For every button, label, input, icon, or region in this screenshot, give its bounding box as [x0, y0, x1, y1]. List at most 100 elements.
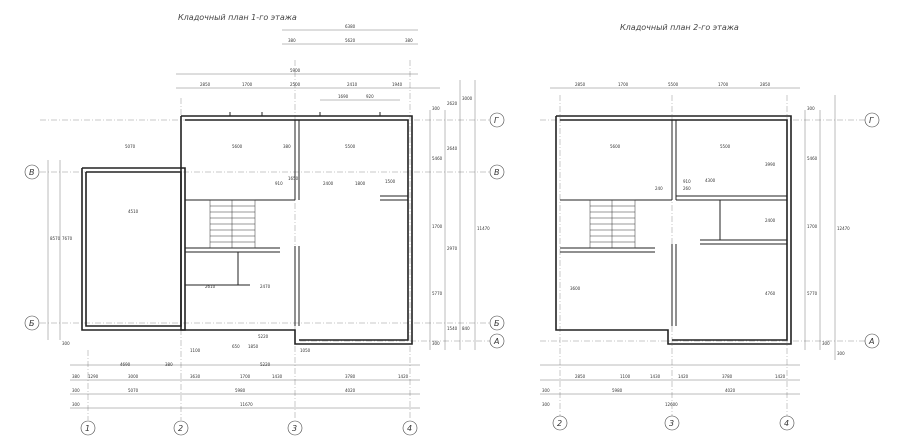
plan-2-dimension-lines [540, 87, 836, 395]
svg-text:11470: 11470 [477, 226, 490, 231]
svg-text:2: 2 [178, 424, 183, 433]
svg-text:3600: 3600 [570, 286, 581, 291]
svg-text:1100: 1100 [190, 348, 201, 353]
svg-text:380: 380 [288, 38, 296, 43]
svg-text:4760: 4760 [765, 291, 776, 296]
svg-text:1700: 1700 [240, 374, 251, 379]
svg-text:5460: 5460 [432, 156, 443, 161]
svg-text:300: 300 [542, 402, 550, 407]
plan-1-axis-row-g: Г [489, 112, 505, 128]
plan-1-axis-row-b-right: Б [489, 315, 505, 331]
plan-2-stair [589, 199, 636, 249]
svg-text:7670: 7670 [62, 236, 73, 241]
svg-text:6380: 6380 [345, 24, 356, 29]
plan-2-axis-col-4: 4 [779, 415, 795, 431]
plan-1-dimension-lines [47, 29, 476, 409]
svg-text:5600: 5600 [232, 144, 243, 149]
svg-text:4: 4 [784, 419, 789, 428]
svg-text:910: 910 [683, 179, 691, 184]
svg-text:1430: 1430 [650, 374, 661, 379]
svg-text:1700: 1700 [718, 82, 729, 87]
svg-text:1700: 1700 [618, 82, 629, 87]
svg-text:1: 1 [85, 424, 90, 433]
svg-text:300: 300 [542, 388, 550, 393]
svg-text:5770: 5770 [432, 291, 443, 296]
svg-text:1700: 1700 [432, 224, 443, 229]
svg-text:5220: 5220 [258, 334, 269, 339]
svg-text:300: 300 [62, 341, 70, 346]
plan-2-title: Кладочный план 2-го этажа [620, 23, 739, 32]
plan-2-axis-col-2: 2 [552, 415, 568, 431]
svg-text:2470: 2470 [260, 284, 271, 289]
svg-text:380: 380 [405, 38, 413, 43]
plan-1-dimension-texts: 380 5620 380 6380 5900 2850 1700 2500 24… [50, 24, 490, 407]
svg-text:3000: 3000 [128, 374, 139, 379]
svg-text:1650: 1650 [288, 176, 299, 181]
svg-text:910: 910 [275, 181, 283, 186]
svg-text:1700: 1700 [242, 82, 253, 87]
svg-text:3630: 3630 [190, 374, 201, 379]
svg-text:12600: 12600 [665, 402, 678, 407]
svg-text:В: В [29, 168, 35, 177]
svg-text:5770: 5770 [807, 291, 818, 296]
plan-1-walls [81, 112, 413, 345]
svg-text:300: 300 [72, 402, 80, 407]
svg-text:380: 380 [283, 144, 291, 149]
svg-text:5220: 5220 [260, 362, 271, 367]
svg-text:2850: 2850 [200, 82, 211, 87]
plan-1-stair [209, 199, 256, 249]
svg-text:2610: 2610 [205, 284, 216, 289]
svg-text:1420: 1420 [398, 374, 409, 379]
plan-2-walls [555, 115, 792, 345]
svg-text:А: А [868, 337, 874, 346]
plan-1: Кладочный план 1-го этажа 1 2 3 4 Г [24, 13, 505, 436]
svg-text:4690: 4690 [120, 362, 131, 367]
svg-text:5070: 5070 [125, 144, 136, 149]
svg-text:2640: 2640 [447, 146, 458, 151]
svg-text:1540: 1540 [447, 326, 458, 331]
svg-text:4300: 4300 [705, 178, 716, 183]
svg-text:2: 2 [557, 419, 562, 428]
svg-text:Б: Б [29, 319, 35, 328]
svg-text:1050: 1050 [300, 348, 311, 353]
svg-text:1800: 1800 [355, 181, 366, 186]
svg-text:А: А [493, 337, 499, 346]
svg-text:3990: 3990 [765, 162, 776, 167]
svg-text:2400: 2400 [323, 181, 334, 186]
svg-text:12470: 12470 [837, 226, 850, 231]
svg-text:5070: 5070 [128, 388, 139, 393]
svg-text:260: 260 [683, 186, 691, 191]
svg-text:5620: 5620 [345, 38, 356, 43]
svg-text:5500: 5500 [668, 82, 679, 87]
svg-text:840: 840 [462, 326, 470, 331]
svg-text:300: 300 [807, 106, 815, 111]
svg-text:300: 300 [837, 351, 845, 356]
svg-text:1290: 1290 [88, 374, 99, 379]
svg-text:3: 3 [292, 424, 297, 433]
svg-text:1100: 1100 [620, 374, 631, 379]
svg-text:Г: Г [494, 116, 499, 125]
svg-text:2620: 2620 [447, 101, 458, 106]
svg-text:1700: 1700 [807, 224, 818, 229]
svg-text:5900: 5900 [290, 68, 301, 73]
svg-text:1690: 1690 [338, 94, 349, 99]
plan-2-axis-row-g: Г [864, 112, 880, 128]
svg-text:2850: 2850 [575, 374, 586, 379]
svg-text:2850: 2850 [575, 82, 586, 87]
svg-text:2850: 2850 [760, 82, 771, 87]
svg-text:920: 920 [366, 94, 374, 99]
svg-text:300: 300 [72, 388, 80, 393]
svg-text:2970: 2970 [447, 246, 458, 251]
svg-text:Б: Б [494, 319, 500, 328]
svg-text:1850: 1850 [248, 344, 259, 349]
svg-text:3: 3 [669, 419, 674, 428]
svg-text:В: В [494, 168, 500, 177]
plan-1-axis-row-a: А [489, 333, 505, 349]
svg-text:1420: 1420 [775, 374, 786, 379]
svg-text:1430: 1430 [272, 374, 283, 379]
svg-text:8570: 8570 [50, 236, 61, 241]
svg-text:4: 4 [407, 424, 412, 433]
svg-text:240: 240 [655, 186, 663, 191]
svg-text:2410: 2410 [347, 82, 358, 87]
